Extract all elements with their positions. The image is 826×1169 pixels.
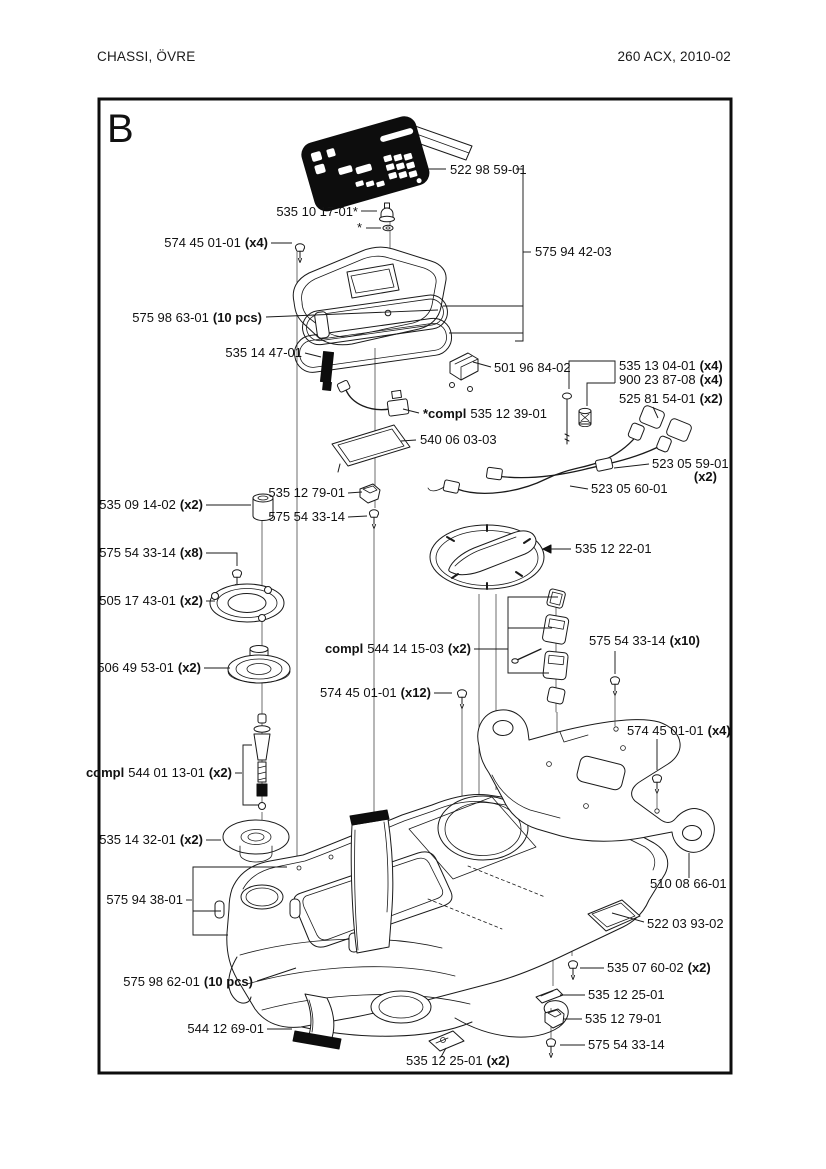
part-label-cap: 535 12 22-01 <box>575 541 652 556</box>
part-label-gasket-top: 575 98 63-01(10 pcs) <box>132 310 262 325</box>
part-label-keypad: 522 98 59-01 <box>450 162 527 177</box>
bottom-fastener-column <box>535 960 579 1058</box>
main-body-drawing <box>214 794 669 1038</box>
rubber-strip-drawing <box>319 351 335 392</box>
strap-drawing <box>292 993 342 1050</box>
part-label-washer-mark: * <box>357 220 362 235</box>
part-label-screw-x8: 575 54 33-14(x8) <box>99 545 203 560</box>
part-label-screw-long: 535 13 04-01(x4) <box>619 358 723 373</box>
cable-harness-drawing <box>427 405 692 494</box>
long-screw-drawing <box>562 392 572 445</box>
housing-gasket-loops <box>294 294 453 373</box>
part-label-display-assy: 575 94 42-03 <box>535 244 612 259</box>
part-label-seal-plate: 540 06 03-03 <box>420 432 497 447</box>
part-label-nut-long: 900 23 87-08(x4) <box>619 372 723 387</box>
screw-x10-drawing <box>609 676 621 732</box>
part-label-screw-lower: 575 54 33-14 <box>588 1037 665 1052</box>
part-label-bracket: 501 96 84-02 <box>494 360 571 375</box>
part-label-screw-plate: 574 45 01-01(x4) <box>627 723 731 738</box>
grommet-drawing <box>222 819 290 863</box>
part-label-knob: 535 10 17-01* <box>276 204 358 219</box>
friction-ring-drawing <box>209 583 285 623</box>
part-label-clip-upper: 535 12 79-01 <box>268 485 345 500</box>
screw-x4-plate-drawing <box>651 774 663 814</box>
part-label-screw-x10: 575 54 33-14(x10) <box>589 633 700 648</box>
chassis-plate-drawing <box>477 709 715 853</box>
part-label-strap: 544 12 69-01 <box>187 1021 264 1036</box>
cap-drawing <box>429 524 552 590</box>
part-label-clip-lower: 535 12 79-01 <box>585 1011 662 1026</box>
part-label-gasket-bottom: 575 98 62-01(10 pcs) <box>123 974 253 989</box>
part-label-post: 535 09 14-02(x2) <box>99 497 203 512</box>
part-label-grommet: 535 14 32-01(x2) <box>99 832 203 847</box>
damper-chain-drawing <box>511 588 570 713</box>
part-label-screw-clip-upper: 575 54 33-14 <box>268 509 345 524</box>
washer-drawing <box>382 224 394 232</box>
screw-x12-drawing <box>456 689 468 709</box>
seal-plate-drawing <box>331 424 411 473</box>
part-label-plate-small-x2: 535 12 25-01(x2) <box>406 1053 510 1068</box>
knob-drawing <box>379 202 395 223</box>
spindle-drawing <box>253 713 271 810</box>
leader-lines <box>186 168 690 1058</box>
part-label-bushing: 506 49 53-01(x2) <box>97 660 201 675</box>
part-label-ring: 505 17 43-01(x2) <box>99 593 203 608</box>
part-label-screw-top: 574 45 01-01(x4) <box>164 235 268 250</box>
compl-cable-drawing <box>336 379 410 417</box>
post-drawing <box>252 493 274 521</box>
part-label-sleeve: 525 81 54-01(x2) <box>619 391 723 406</box>
part-label-plate-small: 535 12 25-01 <box>588 987 665 1002</box>
part-label-screw-bottom-x2: 535 07 60-02(x2) <box>607 960 711 975</box>
upper-clip-screw-drawing <box>368 509 380 529</box>
part-label-cable-b: 523 05 60-01 <box>591 481 668 496</box>
square-gasket-drawing <box>587 899 641 932</box>
part-label-strip: 535 14 47-01 <box>225 345 302 360</box>
upper-clip-drawing <box>359 483 381 504</box>
model-revision: 260 ACX, 2010-02 <box>617 49 731 64</box>
part-label-cable-a: 523 05 59-01 <box>652 456 729 471</box>
bushing-drawing <box>227 645 291 684</box>
part-label-gasket-square: 522 03 93-02 <box>647 916 724 931</box>
diagram-frame <box>97 97 733 1075</box>
long-nut-drawing <box>578 407 592 427</box>
part-label-screw-x12: 574 45 01-01(x12) <box>320 685 431 700</box>
keypad-drawing <box>301 116 473 212</box>
part-label-body-assy: 575 94 38-01 <box>106 892 183 907</box>
part-label-cable-a-qty: (x2) <box>694 469 717 484</box>
antenna-bracket-drawing <box>449 352 479 392</box>
page-title: CHASSI, ÖVRE <box>97 49 196 64</box>
small-plate-x2-drawing <box>428 1030 465 1052</box>
handle-chute-drawing <box>349 809 394 954</box>
part-labels: 522 98 59-01 535 10 17-01* * 574 45 01-0… <box>86 162 731 1068</box>
section-letter: B <box>107 107 134 151</box>
part-label-chassis-plate: 510 08 66-01 <box>650 876 727 891</box>
